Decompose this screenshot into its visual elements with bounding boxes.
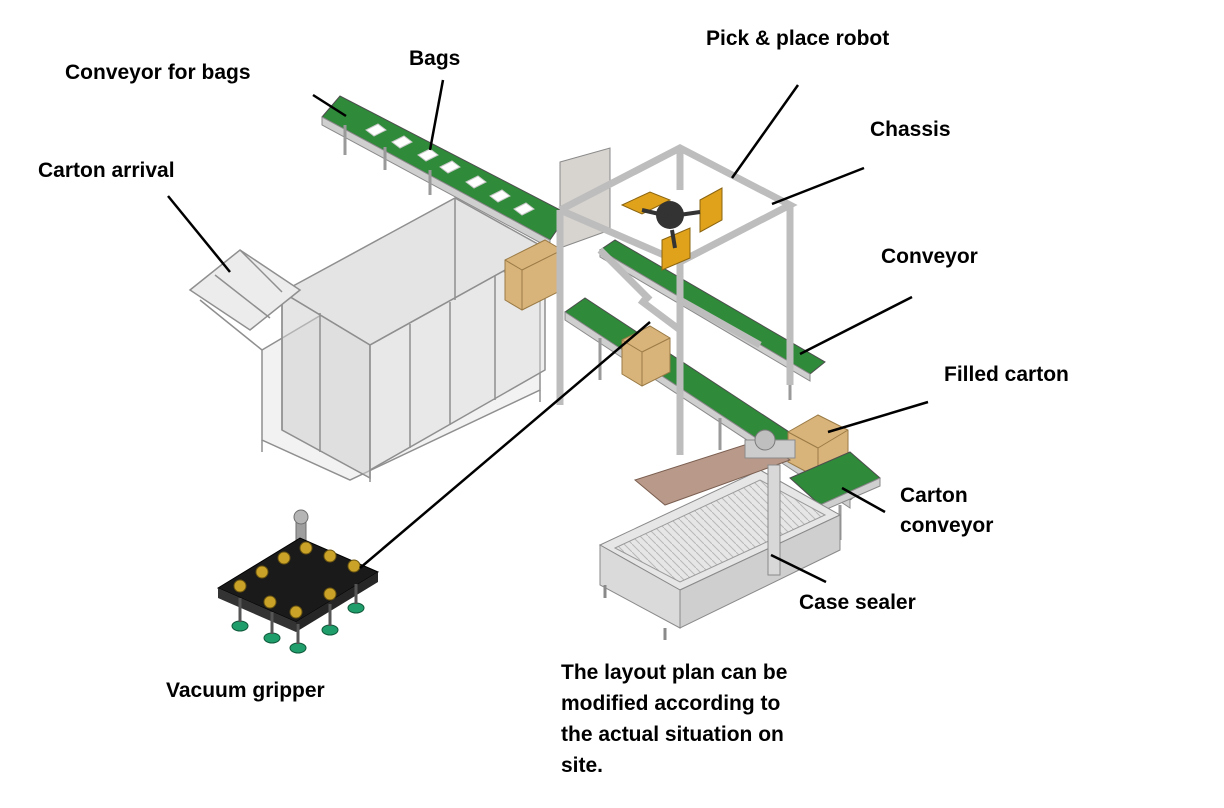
- leader-lines: [167, 79, 929, 584]
- leader-carton-conveyor: [841, 486, 886, 514]
- leader-vacuum-gripper: [359, 321, 651, 569]
- label-bags: Bags: [409, 47, 461, 70]
- leader-carton-arrival: [167, 195, 231, 273]
- vacuum-gripper: [216, 509, 380, 654]
- leader-pick-place-robot: [730, 84, 800, 179]
- label-filled-carton: Filled carton: [944, 363, 1069, 386]
- carton-on-conveyor: [621, 325, 671, 387]
- bags: [365, 123, 535, 216]
- leader-conveyor: [799, 295, 913, 356]
- label-conveyor: Conveyor: [881, 245, 978, 268]
- label-conveyor-for-bags: Conveyor for bags: [65, 61, 251, 84]
- label-vacuum-gripper: Vacuum gripper: [166, 679, 325, 702]
- label-pick-place-robot: Pick & place robot: [706, 27, 890, 50]
- carton-erector: [188, 197, 547, 482]
- case-sealer: [598, 429, 842, 640]
- leader-conveyor-for-bags: [312, 93, 347, 118]
- label-chassis: Chassis: [870, 118, 951, 141]
- robot-chassis: [556, 144, 798, 455]
- label-carton-conveyor: Carton conveyor: [900, 484, 994, 537]
- leader-filled-carton: [827, 400, 929, 434]
- label-carton-arrival: Carton arrival: [38, 159, 175, 182]
- layout-note: The layout plan can be modified accordin…: [561, 661, 788, 777]
- carton-output-conveyor: [789, 451, 881, 540]
- leader-chassis: [771, 166, 865, 206]
- stacked-cartons: [504, 239, 563, 311]
- leader-bags: [428, 79, 445, 151]
- leader-case-sealer: [770, 553, 827, 584]
- pick-place-robot: [620, 187, 723, 271]
- label-case-sealer: Case sealer: [799, 591, 916, 614]
